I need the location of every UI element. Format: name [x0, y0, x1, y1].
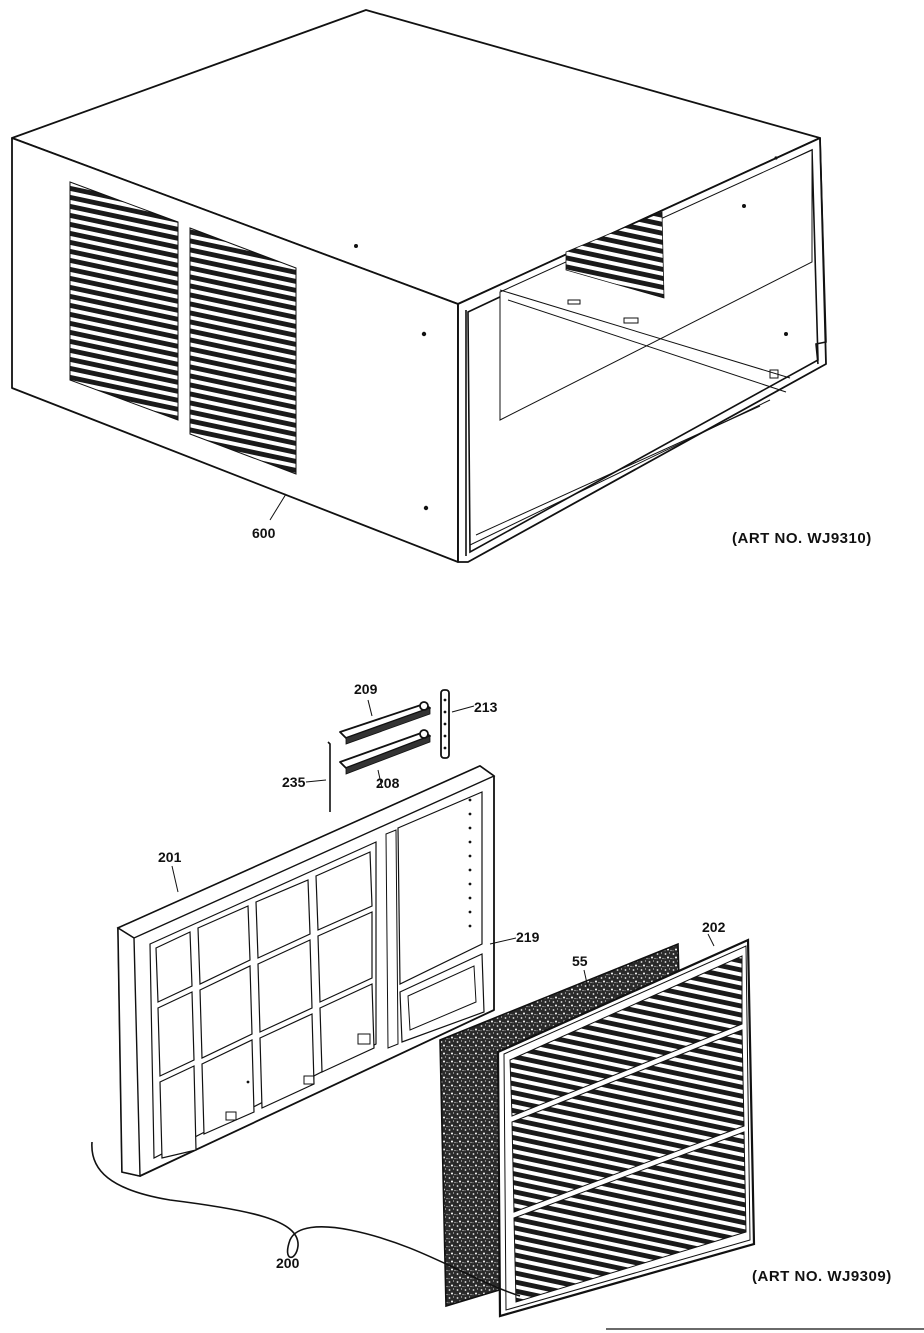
assembly-callout: 200 [276, 1255, 300, 1271]
wire-235 [305, 741, 331, 812]
strip-213 [440, 689, 475, 759]
strip-callout: 213 [474, 699, 498, 715]
louver-panel-callout: 219 [516, 929, 540, 945]
front-frame-callout: 201 [158, 849, 182, 865]
art-number-bottom: (ART NO. WJ9309) [752, 1268, 892, 1285]
cabinet-callout: 600 [252, 525, 276, 541]
grille-callout: 202 [702, 919, 726, 935]
bracket-lower-callout: 208 [376, 775, 400, 791]
bracket-208 [339, 729, 431, 789]
cabinet-wrapper [11, 9, 827, 563]
assembly-brace [91, 1141, 521, 1297]
front-frame-201 [116, 765, 517, 1177]
filter-callout: 55 [572, 953, 588, 969]
bracket-209 [339, 699, 431, 745]
art-number-top: (ART NO. WJ9310) [732, 530, 872, 547]
bracket-upper-callout: 209 [354, 681, 378, 697]
grille-202 [496, 933, 756, 1318]
wire-callout: 235 [282, 774, 306, 790]
